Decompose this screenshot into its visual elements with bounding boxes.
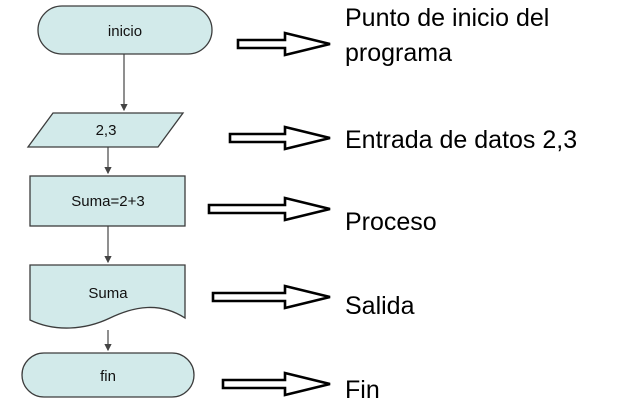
end-terminator: fin (21, 352, 195, 398)
end-shape (21, 352, 195, 398)
description-output: Salida (345, 292, 415, 320)
input-parallelogram: 2,3 (26, 112, 185, 148)
output-document: Suma (29, 264, 186, 329)
output-label: Suma (88, 285, 128, 302)
description-start-line1: Punto de inicio del (345, 4, 549, 32)
pointer-arrow-process (207, 196, 331, 222)
process-label: Suma=2+3 (71, 193, 144, 210)
pointer-arrow-end (221, 371, 331, 397)
description-process: Proceso (345, 208, 437, 236)
start-shape (37, 5, 213, 55)
description-start-line2: programa (345, 39, 452, 67)
end-label: fin (100, 368, 116, 385)
process-shape (29, 175, 186, 227)
description-input: Entrada de datos 2,3 (345, 126, 577, 154)
description-end: Fin (345, 376, 380, 400)
input-label: 2,3 (96, 122, 117, 139)
process-rectangle: Suma=2+3 (29, 175, 186, 227)
start-label: inicio (108, 23, 142, 40)
input-shape (26, 112, 185, 148)
output-shape (29, 264, 186, 329)
pointer-arrow-input (228, 125, 331, 151)
pointer-arrow-output (211, 284, 331, 310)
start-terminator: inicio (37, 5, 213, 55)
pointer-arrow-start (236, 31, 331, 57)
